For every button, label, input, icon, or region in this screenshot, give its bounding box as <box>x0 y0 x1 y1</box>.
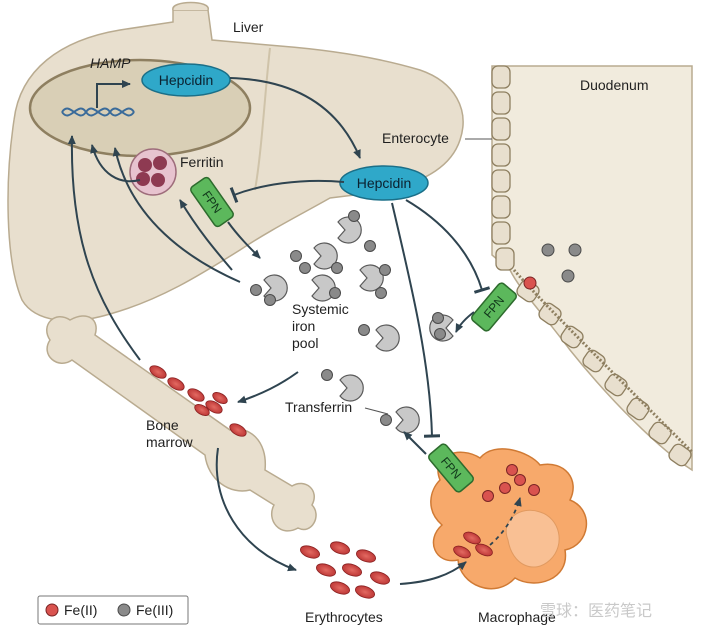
dna-helix-icon <box>61 107 135 117</box>
svg-text:Hepcidin: Hepcidin <box>159 72 213 88</box>
legend-fe3-label: Fe(III) <box>136 602 173 618</box>
liver-organ <box>7 1 464 322</box>
systemic-pool-label-line3: pool <box>292 335 318 351</box>
bone-marrow-label-line1: Bone <box>146 417 179 433</box>
transferrin-label: Transferrin <box>285 399 352 415</box>
hamp-transcription-arrow <box>96 80 131 108</box>
macrophage-label: Macrophage <box>478 609 556 625</box>
duodenum-label: Duodenum <box>580 77 649 93</box>
legend-fe2-label: Fe(II) <box>64 602 97 618</box>
fe3-ions <box>250 210 446 426</box>
erythrocytes-label: Erythrocytes <box>305 609 383 625</box>
systemic-pool-label-line2: iron <box>292 318 315 334</box>
hepcidin-nucleus-pill: Hepcidin <box>141 63 231 97</box>
bone <box>46 315 317 532</box>
pathway-arrows <box>67 77 491 585</box>
hamp-label: HAMP <box>90 55 131 71</box>
enterocyte-label: Enterocyte <box>382 130 449 146</box>
systemic-pool-label-line1: Systemic <box>292 301 349 317</box>
bone-marrow-label-line2: marrow <box>146 434 194 450</box>
duodenum-wall <box>491 65 694 472</box>
legend: Fe(II) Fe(III) <box>37 595 189 625</box>
svg-text:Hepcidin: Hepcidin <box>357 175 411 191</box>
legend-fe3-swatch <box>117 603 131 617</box>
duodenal-iron <box>523 243 582 290</box>
transferrin-leader-line <box>364 407 389 415</box>
legend-fe2-swatch <box>45 603 59 617</box>
liver-label: Liver <box>233 19 264 35</box>
ferritin-icon <box>129 148 177 196</box>
hepcidin-circulating-pill: Hepcidin <box>339 165 429 201</box>
fpn-enterocyte-transporter: FPN <box>471 282 517 332</box>
erythrocytes-group <box>300 541 390 599</box>
watermark-text: 雪球：医药笔记 <box>540 602 652 620</box>
ferritin-label: Ferritin <box>180 154 224 170</box>
